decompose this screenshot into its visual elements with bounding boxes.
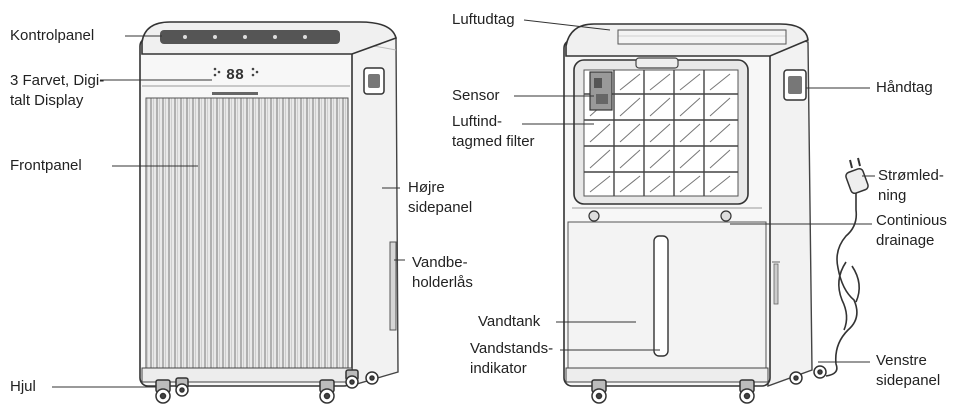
label-frontpanel: Frontpanel: [10, 157, 82, 174]
label-hojre-line2: sidepanel: [408, 199, 473, 216]
label-venstre-line2: sidepanel: [876, 372, 941, 389]
display-light-bar: [212, 92, 258, 95]
front-display-digits: 88: [226, 67, 244, 84]
label-luftudtag: Luftudtag: [452, 11, 515, 28]
label-vandbeholder-line1: Vandbe-: [412, 254, 468, 271]
label-vandstand-line2: indikator: [470, 360, 527, 377]
front-ribbed-panel: [145, 97, 349, 369]
label-luftindtag-line1: Luftind-: [452, 113, 503, 130]
continuous-drain-port: [720, 210, 732, 222]
label-handtag: Håndtag: [876, 79, 933, 96]
label-vandbeholder-line2: holderlås: [412, 274, 473, 291]
label-luftindtag-line2: tagmed filter: [452, 133, 535, 150]
front-unit: 88: [139, 21, 399, 404]
label-hjul: Hjul: [10, 378, 36, 395]
label-venstre-line1: Venstre: [876, 352, 927, 369]
leader-lines: [52, 19, 875, 388]
leader-luftudtag: [523, 19, 611, 31]
label-display-line1: 3 Farvet, Digi-: [10, 72, 105, 89]
rear-unit: [563, 23, 869, 404]
sensor-module: [589, 71, 613, 111]
label-continious-line2: drainage: [876, 232, 935, 249]
label-stromledning-line2: ning: [878, 187, 907, 204]
label-vandtank: Vandtank: [478, 313, 541, 330]
label-kontrolpanel: Kontrolpanel: [10, 27, 95, 44]
label-vandstand-line1: Vandstands-: [470, 340, 554, 357]
power-plug: [845, 157, 869, 195]
drain-port-left: [588, 210, 600, 222]
front-wheels: [155, 369, 379, 404]
label-display-line2: talt Display: [10, 92, 84, 109]
water-level-indicator: [653, 235, 669, 357]
label-hojre-line1: Højre: [408, 179, 445, 196]
label-sensor: Sensor: [452, 87, 500, 104]
tank-latch: [389, 241, 397, 331]
label-continious-line1: Continious: [876, 212, 947, 229]
power-cord: [825, 190, 860, 377]
label-stromledning-line1: Strømled-: [878, 167, 944, 184]
rear-wheels: [591, 365, 827, 404]
